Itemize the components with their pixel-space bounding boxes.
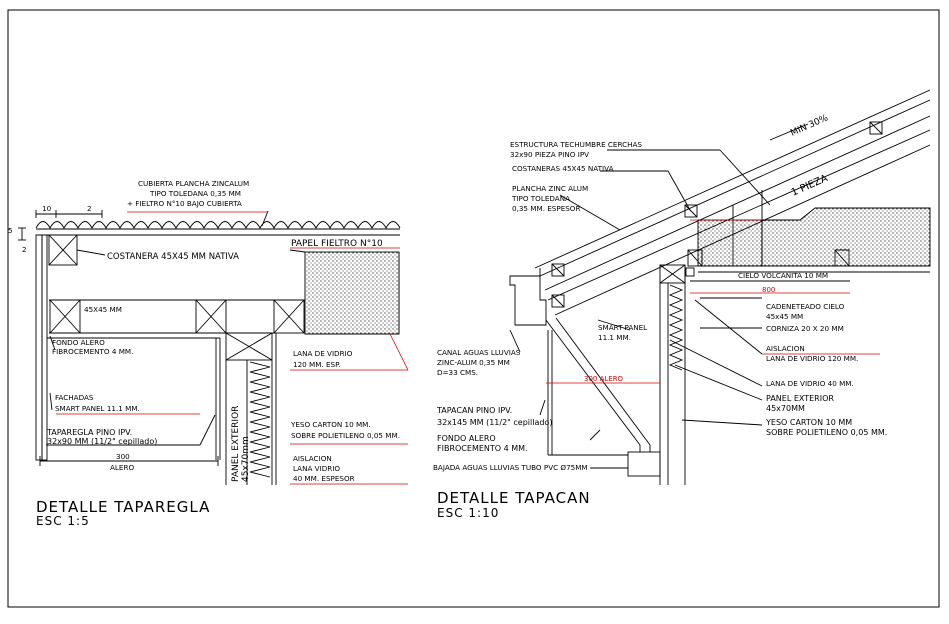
gutter [509, 275, 547, 326]
label-panel-exterior-r-1: PANEL EXTERIOR [766, 394, 834, 403]
label-estructura-1: ESTRUCTURA TECHUMBRE CERCHAS [510, 140, 642, 149]
label-fondo-alero-2: FIBROCEMENTO 4 MM. [52, 347, 133, 356]
label-tapacan-2: 32x145 MM (11/2" cepillado) [437, 418, 552, 427]
dim-800: 800 [762, 286, 775, 294]
label-cubierta-2: TIPO TOLEDANA 0,35 MM [149, 189, 241, 198]
label-tapaeregla-2: 32x90 MM (11/2" cepillado) [47, 437, 157, 446]
label-yeso-2: SOBRE POLIETILENO 0,05 MM. [291, 431, 400, 440]
dim-2b: 2 [22, 245, 27, 254]
title-tapacan: DETALLE TAPACAN [437, 489, 591, 507]
label-cubierta-3: + FIELTRO N°10 BAJO CUBIERTA [127, 199, 242, 208]
label-costanera: COSTANERA 45X45 MM NATIVA [107, 252, 239, 262]
label-panel-size: 45x70mm [241, 436, 251, 482]
label-fondo-alero-r-1: FONDO ALERO [437, 434, 496, 443]
label-yeso-r-1: YESO CARTON 10 MM [765, 418, 852, 427]
dim-10: 10 [42, 204, 52, 213]
scale-tapacan: ESC 1:10 [437, 506, 499, 520]
label-aislacion-3: 40 MM. ESPESOR [293, 474, 355, 483]
label-fachadas-2: SMART PANEL 11.1 MM. [55, 404, 140, 413]
label-costaneras: COSTANERAS 45X45 NATIVA [512, 164, 614, 173]
sheet-frame [7, 9, 940, 608]
zigzag-insulation [249, 361, 271, 478]
label-canal-1: CANAL AGUAS LLUVIAS [437, 348, 521, 357]
label-cornisa: CORNIZA 20 X 20 MM [766, 324, 844, 333]
label-fachadas-1: FACHADAS [55, 393, 94, 402]
label-yeso-r-2: SOBRE POLIETILENO 0,05 MM. [766, 428, 887, 437]
label-aislacion-2: LANA VIDRIO [293, 464, 340, 473]
label-panel-exterior-r-2: 45x70MM [766, 404, 805, 413]
label-min-slope: MIN 30% [789, 113, 830, 139]
label-yeso-1: YESO CARTON 10 MM. [290, 420, 371, 429]
label-canal-2: ZINC-ALUM 0,35 MM [437, 358, 510, 367]
label-aislacion-1: AISLACION [293, 454, 332, 463]
dim-2a: 2 [87, 204, 92, 213]
label-tapaeregla-1: TAPAREGLA PINO IPV. [46, 428, 132, 437]
label-plancha-1: PLANCHA ZINC ALUM [512, 184, 588, 193]
label-canal-3: D=33 CMS. [437, 368, 478, 377]
label-cubierta-1: CUBIERTA PLANCHA ZINCALUM [138, 179, 249, 188]
label-lana-2: 120 MM. ESP. [293, 360, 341, 369]
detail-taparegla [18, 210, 401, 485]
label-fondo-alero-1: FONDO ALERO [52, 338, 105, 347]
label-smart-2: 11.1 MM. [598, 333, 631, 342]
label-panel-exterior: PANEL EXTERIOR [231, 406, 241, 482]
label-aislacion-r-1: AISLACION [766, 344, 805, 353]
dim-5: 5 [8, 226, 13, 235]
label-plancha-3: 0,35 MM. ESPESOR [512, 204, 580, 213]
wall-insulation [668, 284, 684, 371]
title-tapaeregla: DETALLE TAPAREGLA [36, 498, 210, 516]
label-45x45: 45X45 MM [84, 305, 122, 314]
label-alero: ALERO [110, 463, 134, 472]
label-lana-1: LANA DE VIDRIO [293, 349, 353, 358]
insulation-block [304, 251, 400, 335]
label-lana-40: LANA DE VIDRIO 40 MM. [766, 379, 854, 388]
label-cadeneteado-1: CADENETEADO CIELO [766, 302, 845, 311]
label-bajada: BAJADA AGUAS LLUVIAS TUBO PVC Ø75MM [433, 463, 588, 472]
label-plancha-2: TIPO TOLEDANA [511, 194, 570, 203]
label-fondo-alero-r-2: FIBROCEMENTO 4 MM. [437, 444, 528, 453]
label-estructura-2: 32x90 PIEZA PINO IPV [510, 150, 589, 159]
label-papel-fieltro: PAPEL FIELTRO N°10 [291, 239, 383, 249]
label-300-alero: 300 ALERO [584, 375, 624, 383]
corrugated-roof-sheet [35, 221, 401, 229]
dim-300: 300 [116, 452, 130, 461]
detail-tapacan [509, 89, 931, 485]
scale-tapaeregla: ESC 1:5 [36, 514, 90, 528]
left-red-leaders [56, 211, 409, 485]
label-cadeneteado-2: 45x45 MM [766, 312, 803, 321]
label-smart-1: SMART-PANEL [598, 323, 647, 332]
label-aislacion-r-2: LANA DE VIDRIO 120 MM. [766, 354, 858, 363]
right-red-leaders [546, 219, 880, 384]
label-tapacan-1: TAPACAN PINO IPV. [436, 406, 512, 415]
label-cielo: CIELO VOLCANITA 10 MM [738, 271, 828, 280]
